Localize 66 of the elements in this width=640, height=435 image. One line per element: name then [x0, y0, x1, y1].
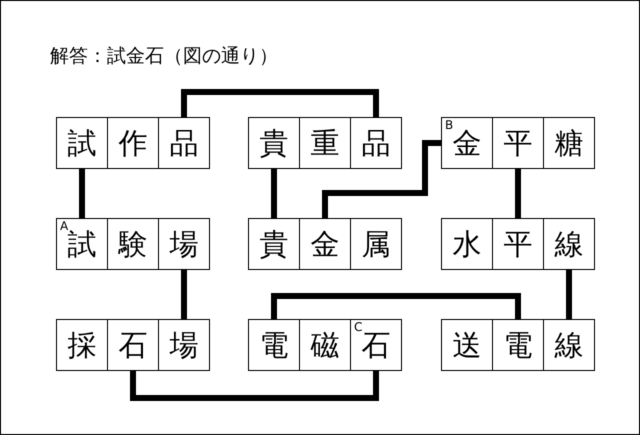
kanji-character: 金 [452, 127, 482, 159]
letter-cell [248, 319, 300, 371]
marker-letter: A [60, 220, 68, 233]
kanji-character: 重 [310, 127, 340, 159]
kanji-character: 試 [68, 228, 98, 260]
kanji-character: 電 [502, 329, 534, 361]
letter-cell [492, 117, 544, 169]
letter-cell [543, 218, 595, 270]
connector-line [181, 89, 379, 117]
kanji-character: 線 [554, 228, 584, 260]
kanji-character: 験 [117, 228, 148, 260]
letter-cell [350, 218, 402, 270]
kanji-character: 電 [258, 329, 290, 361]
letter-cell [543, 117, 595, 169]
letter-cell [441, 117, 493, 169]
kanji-character: 平 [502, 228, 534, 260]
connector-line [271, 169, 277, 218]
letter-cell [158, 218, 210, 270]
letter-cell [107, 319, 159, 371]
letter-cell [56, 218, 108, 270]
kanji-character: 貴 [258, 228, 290, 260]
letter-cell [248, 218, 300, 270]
kanji-character: 品 [168, 127, 200, 159]
connector-line [79, 169, 85, 218]
connector-line [322, 140, 441, 218]
letter-cell [299, 319, 351, 371]
answer-heading: 解答：試金石（図の通り） [50, 44, 278, 68]
letter-cell [350, 319, 402, 371]
kanji-character: 石 [362, 329, 392, 361]
letter-cell [56, 319, 108, 371]
letter-cell [492, 319, 544, 371]
kanji-character: 水 [452, 228, 482, 260]
kanji-character: 貴 [258, 127, 290, 159]
letter-cell [441, 319, 493, 371]
kanji-character: 採 [66, 329, 98, 361]
connector-line [271, 293, 521, 319]
marker-letter: C [354, 321, 362, 334]
marker-letter: B [445, 119, 454, 132]
kanji-character: 試 [66, 127, 98, 159]
letter-cell [492, 218, 544, 270]
kanji-character: 石 [118, 329, 148, 361]
kanji-character: 品 [360, 127, 392, 159]
kanji-character: 属 [360, 228, 392, 260]
letter-cell [158, 319, 210, 371]
letter-cell [158, 117, 210, 169]
connector-line [515, 169, 521, 218]
letter-cell [107, 218, 159, 270]
kanji-character: 糖 [554, 127, 584, 159]
letter-cell [299, 218, 351, 270]
kanji-character: 場 [168, 329, 200, 361]
connector-line [566, 270, 572, 319]
letter-cell [299, 117, 351, 169]
connector-line [181, 270, 187, 319]
letter-cell [248, 117, 300, 169]
kanji-character: 平 [502, 127, 534, 159]
kanji-character: 金 [310, 228, 340, 260]
letter-cell [350, 117, 402, 169]
letter-cell [56, 117, 108, 169]
letter-cell [107, 117, 159, 169]
letter-cell [441, 218, 493, 270]
letter-cell [543, 319, 595, 371]
kanji-character: 場 [168, 228, 200, 260]
kanji-character: 線 [554, 329, 584, 361]
kanji-character: 磁 [310, 329, 340, 361]
kanji-character: 送 [452, 329, 482, 361]
kanji-character: 作 [118, 127, 148, 159]
